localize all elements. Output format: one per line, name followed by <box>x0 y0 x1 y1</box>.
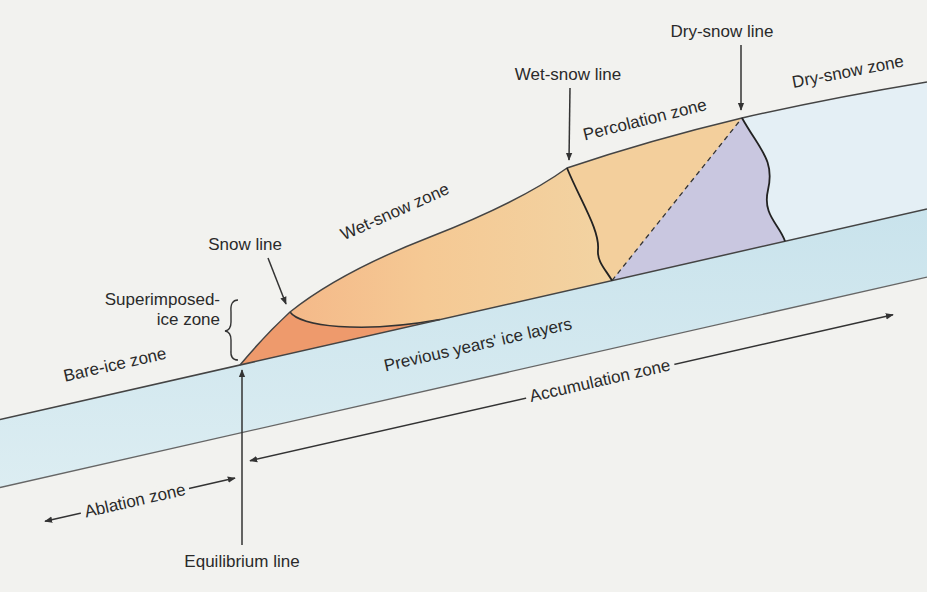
wet-snow-boundary <box>567 168 612 281</box>
brace <box>225 300 238 360</box>
percolation-dashed-line <box>612 118 742 281</box>
line-label: Dry-snow line <box>671 22 774 42</box>
zone-label: Percolation zone <box>581 95 709 145</box>
zone-label: Dry-snow zone <box>790 52 905 93</box>
snow-surface-line <box>240 82 927 365</box>
line-label: Equilibrium line <box>184 552 299 572</box>
accumulation-arrow <box>250 315 893 461</box>
layer-label: Previous years' ice layers <box>382 314 574 376</box>
line-label: Snow line <box>208 235 282 255</box>
equilibrium-arrow <box>241 370 243 545</box>
percolation-zone-fill <box>567 118 785 281</box>
zone-label: Bare-ice zone <box>62 344 169 386</box>
zone-label: Wet-snow zone <box>338 179 453 244</box>
wet-snow-line-arrow <box>569 88 570 160</box>
dry-snow-zone-fill <box>742 82 927 241</box>
ice-surface-line <box>0 209 927 419</box>
dry-snow-boundary <box>742 118 785 241</box>
snow-line-arrow <box>268 258 286 304</box>
line-label: Wet-snow line <box>515 65 621 85</box>
zone-label: Superimposed-ice zone <box>86 290 220 329</box>
ice-base-line <box>0 277 927 487</box>
zone-label: Ablation zone <box>79 479 192 523</box>
zone-label: Accumulation zone <box>524 355 676 408</box>
dry-snow-line-arrow <box>740 45 742 110</box>
